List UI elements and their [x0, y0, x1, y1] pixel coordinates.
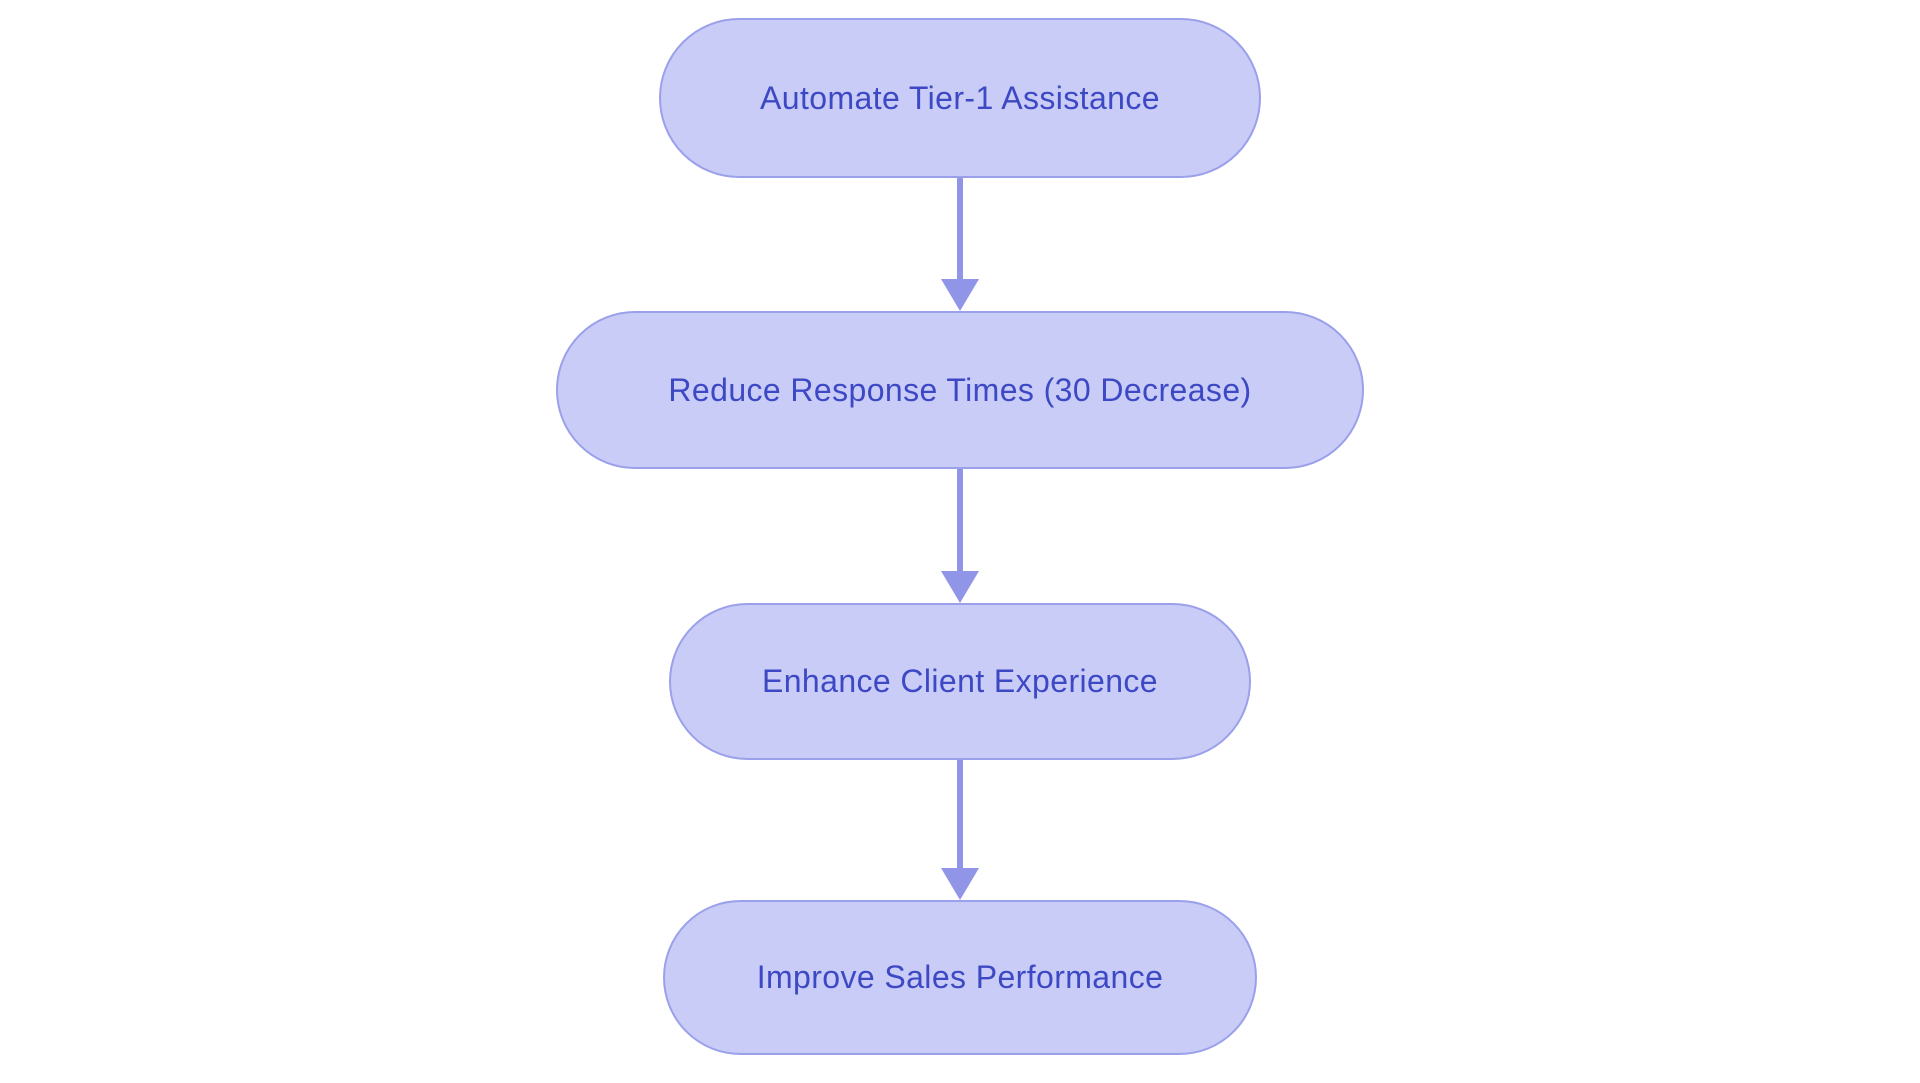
arrow-line — [957, 760, 963, 868]
node-label: Improve Sales Performance — [756, 959, 1164, 995]
edge-arrow-2 — [941, 469, 979, 603]
node-label: Enhance Client Experience — [761, 663, 1158, 699]
arrow-head-icon — [941, 279, 979, 311]
arrow-line — [957, 178, 963, 279]
flowchart-node-automate-tier-1-assistance: Automate Tier-1 Assistance — [659, 18, 1261, 178]
arrow-head-icon — [941, 868, 979, 900]
node-label: Automate Tier-1 Assistance — [760, 79, 1160, 116]
edge-arrow-3 — [941, 760, 979, 900]
edge-arrow-1 — [941, 178, 979, 311]
node-label: Reduce Response Times (30 Decrease) — [668, 371, 1252, 408]
arrow-head-icon — [941, 571, 979, 603]
flowchart-node-enhance-client-experience: Enhance Client Experience — [669, 603, 1251, 760]
flowchart-node-reduce-response-times: Reduce Response Times (30 Decrease) — [556, 311, 1364, 469]
flowchart-node-improve-sales-performance: Improve Sales Performance — [663, 900, 1257, 1055]
arrow-line — [957, 469, 963, 571]
